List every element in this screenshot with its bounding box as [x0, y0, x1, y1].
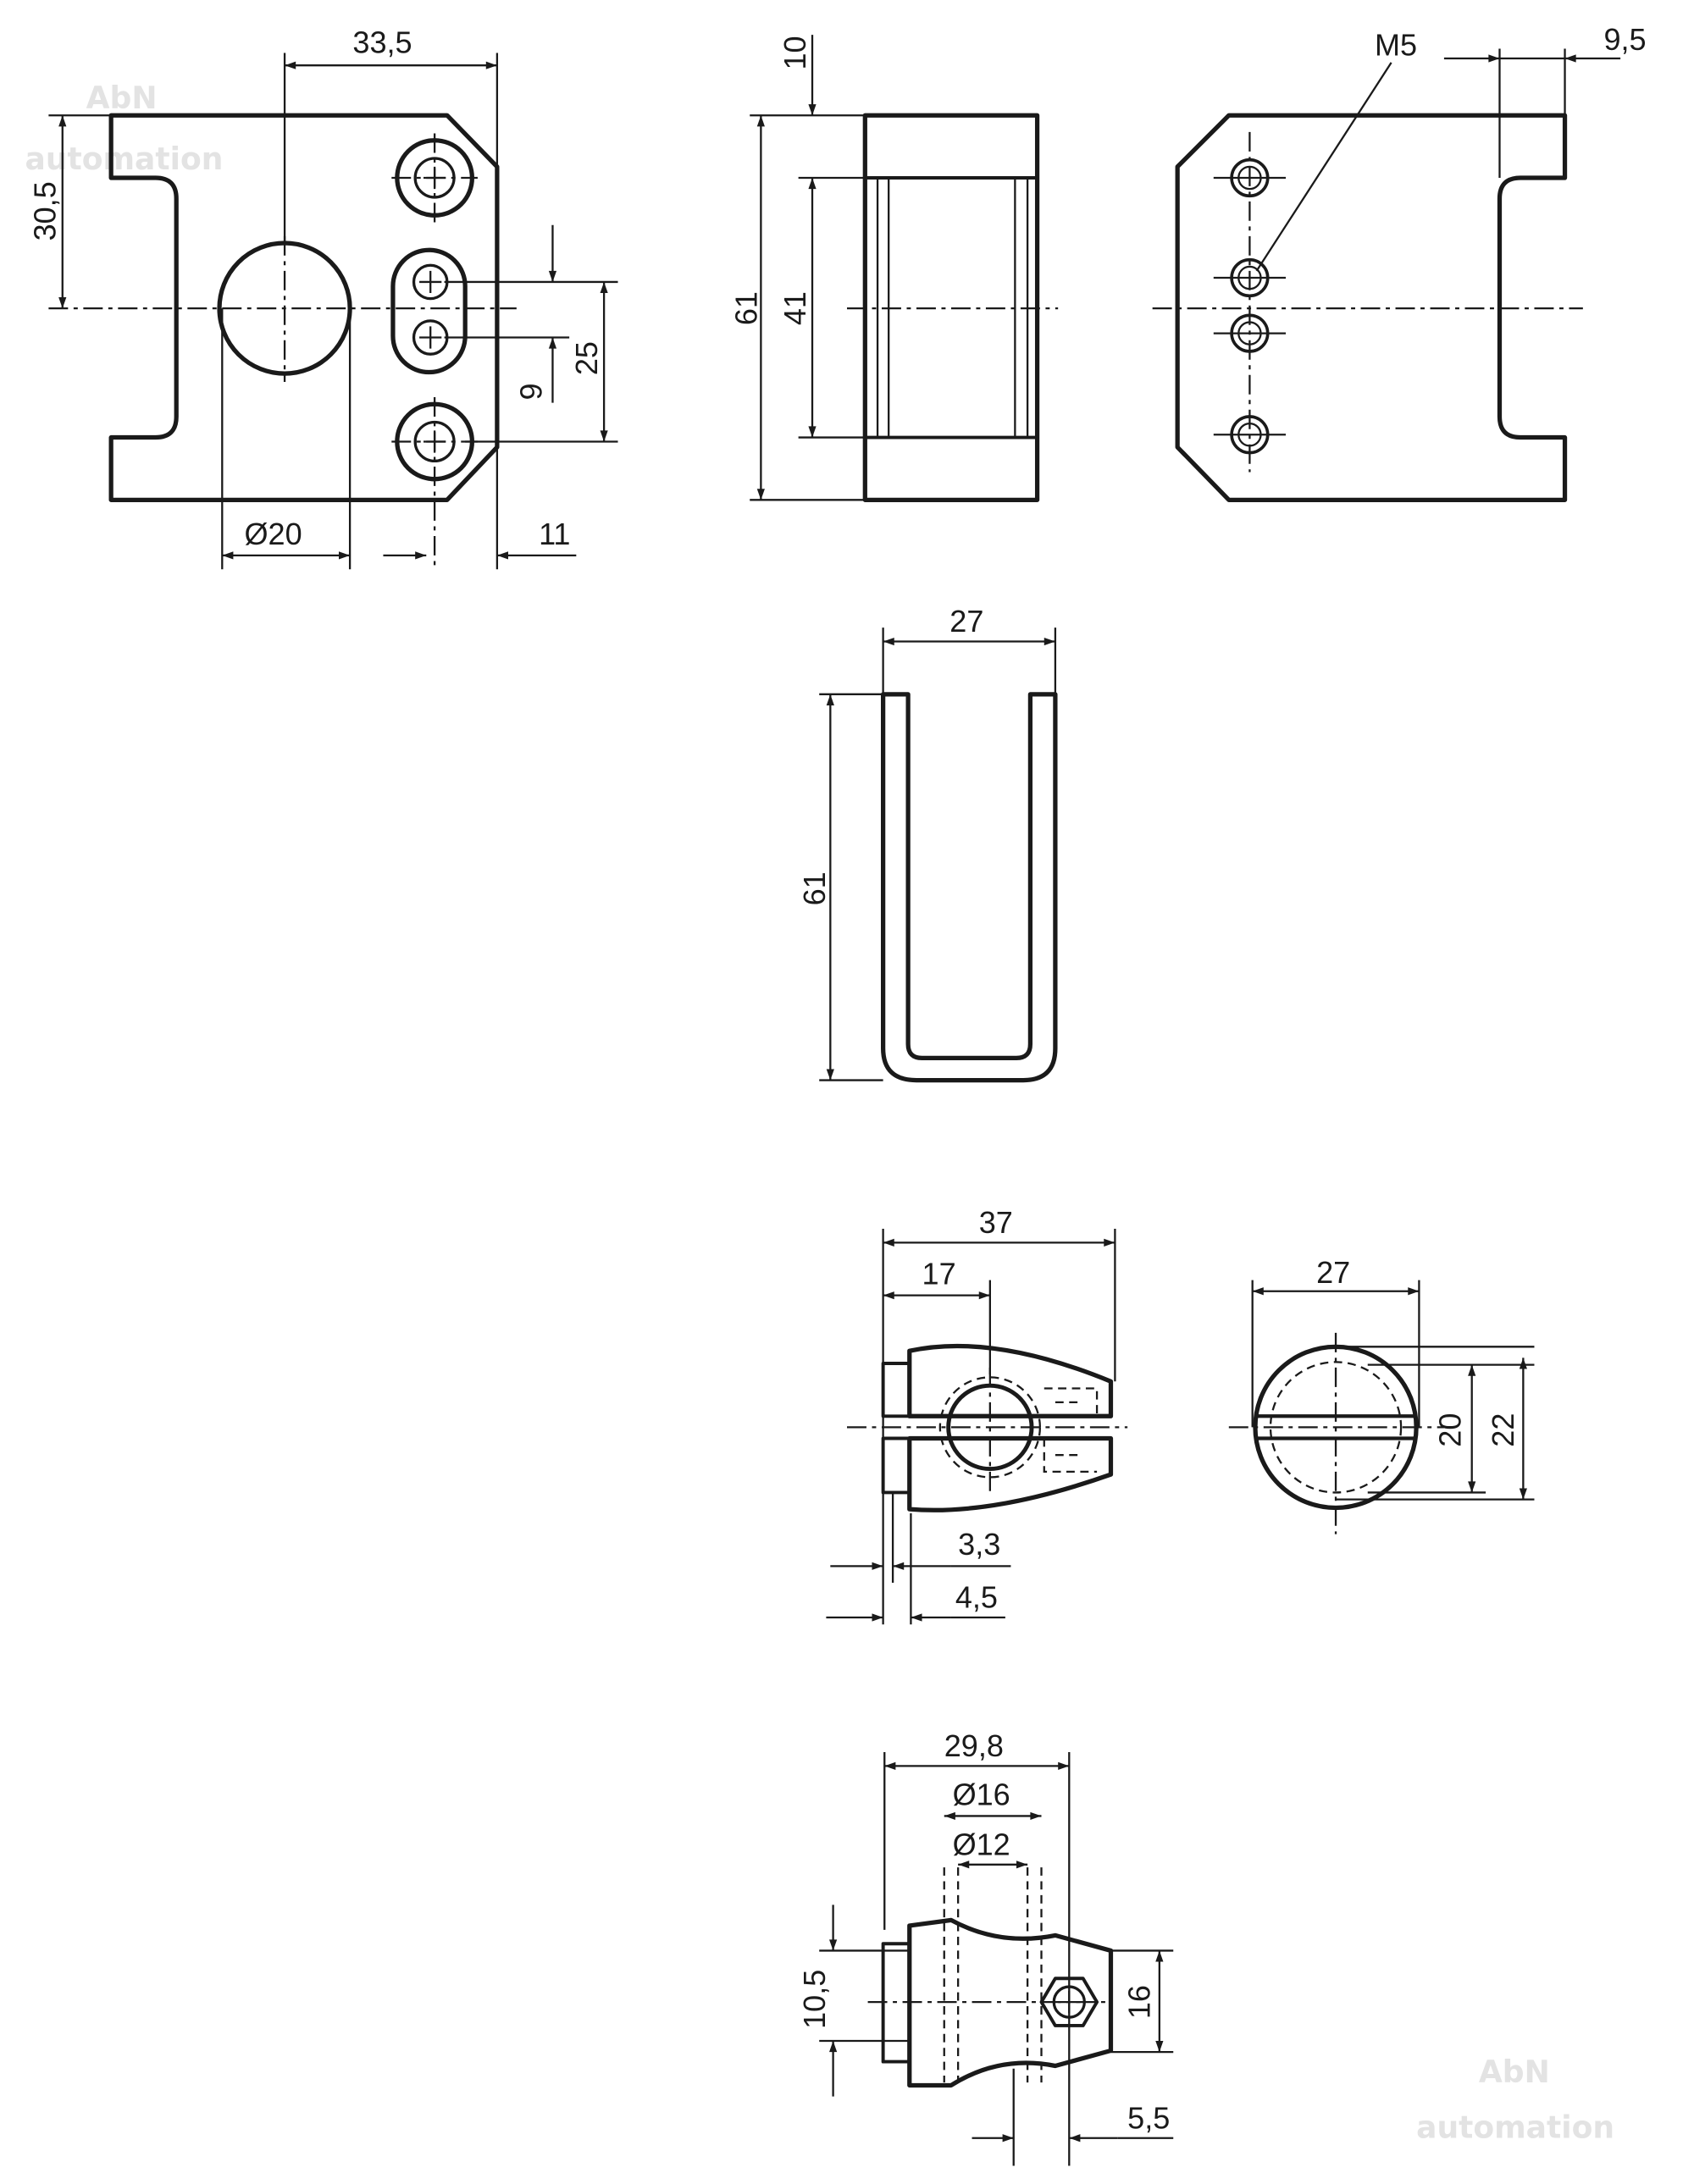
- dimension-label: 9,5: [1603, 22, 1646, 57]
- dimension-label: AbN: [86, 80, 158, 116]
- dimension-label: 30,5: [28, 181, 63, 241]
- dimension-label: Ø16: [953, 1777, 1010, 1811]
- dimension-label: Ø12: [953, 1827, 1010, 1861]
- watermark-bottom: AbN automation: [1416, 2054, 1614, 2146]
- dimension-label: 4,5: [955, 1580, 998, 1615]
- view-clamp-end: 27 20 22: [1228, 1255, 1535, 1534]
- dimension-label: AbN: [1479, 2054, 1550, 2090]
- dimension-label: 10: [778, 36, 812, 69]
- view-side: 61 41 10: [728, 35, 1059, 502]
- dimension-label: 10,5: [797, 1970, 832, 2029]
- dimension-label: 27: [949, 604, 983, 639]
- dimension-label: automation: [1416, 2110, 1614, 2146]
- dimension-label: 17: [922, 1257, 956, 1291]
- dimension-label: 20: [1433, 1413, 1468, 1447]
- dimension-label: 37: [979, 1205, 1013, 1240]
- dimension-label: 25: [569, 341, 604, 375]
- dimension-label: 61: [797, 871, 832, 905]
- view-u-bracket: 27 61: [797, 604, 1058, 1083]
- dimension-label: 3,3: [958, 1527, 1000, 1562]
- view-front-plate: 33,5 30,5 9 25 Ø20 11: [28, 25, 618, 570]
- watermark-top: AbN automation: [25, 80, 224, 177]
- view-back: M5 9,5: [1152, 22, 1647, 502]
- view-clamp-top: 29,8 Ø16 Ø12 10,5 16 5,5: [797, 1728, 1174, 2166]
- dimension-label: 22: [1486, 1413, 1520, 1447]
- dimension-label: Ø20: [245, 517, 302, 551]
- dimension-label: automation: [25, 141, 224, 177]
- dimension-label: 29,8: [944, 1728, 1004, 1763]
- dimension-label: 9: [513, 383, 548, 400]
- dimension-label: 33,5: [352, 25, 412, 59]
- dimension-label: 5,5: [1127, 2100, 1170, 2135]
- dimension-label: 16: [1121, 1985, 1156, 2019]
- dimension-label: M5: [1375, 28, 1417, 63]
- dimension-label: 61: [728, 291, 763, 325]
- view-clamp-side: 37 17 3,3 4,5: [826, 1205, 1128, 1625]
- dimension-label: 11: [539, 517, 570, 551]
- dimension-label: 41: [778, 291, 812, 325]
- dimension-label: 27: [1316, 1255, 1350, 1290]
